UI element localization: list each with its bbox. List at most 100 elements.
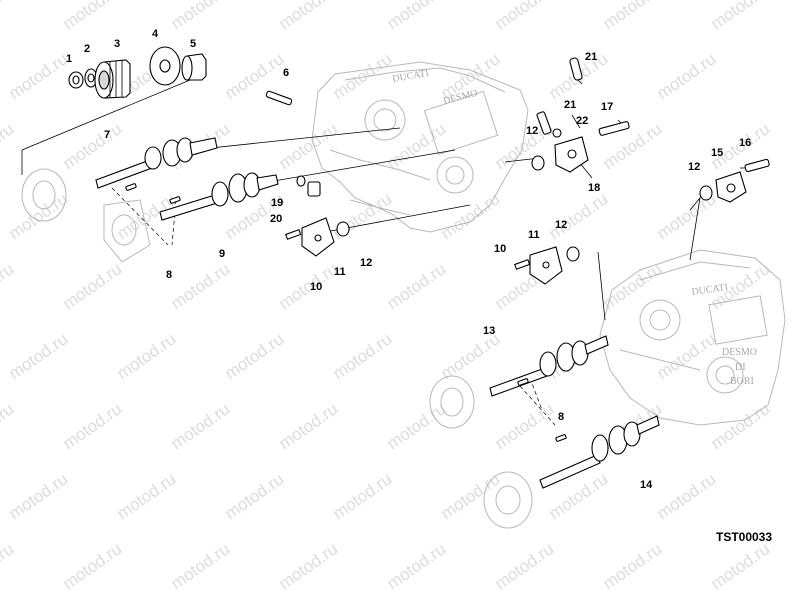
label-part-14: 14 (640, 479, 653, 491)
label-part-10-lower: 10 (494, 243, 506, 255)
watermark-text: motod.ru (0, 259, 17, 313)
watermark-text: motod.ru (59, 539, 125, 593)
label-part-9: 9 (219, 248, 225, 260)
watermark-text: motod.ru (383, 539, 449, 593)
watermark-text: motod.ru (5, 189, 71, 243)
watermark-text: motod.ru (329, 469, 395, 523)
label-part-21-top: 21 (585, 51, 597, 63)
pulley-housings-outline (21, 168, 533, 529)
watermark-text: motod.ru (167, 399, 233, 453)
label-part-12-sensor-upper: 12 (526, 125, 538, 137)
head-marking-upper-ducati: DUCATI (392, 68, 430, 85)
watermark-text: motod.ru (383, 399, 449, 453)
label-part-11-lower: 11 (528, 229, 540, 241)
watermark-text: motod.ru (221, 329, 287, 383)
watermark-text: motod.ru (0, 119, 17, 173)
watermark-text: motod.ru (653, 329, 719, 383)
label-part-5: 5 (190, 38, 196, 50)
watermark-text: motod.ru (275, 259, 341, 313)
label-part-21: 21 (564, 99, 576, 111)
label-part-4: 4 (152, 28, 159, 40)
label-part-22: 22 (576, 115, 588, 127)
label-part-16: 16 (739, 137, 751, 149)
cover-plate-upper (285, 217, 350, 257)
label-part-19: 19 (271, 197, 283, 209)
label-part-20: 20 (270, 213, 282, 225)
label-part-17: 17 (601, 101, 613, 113)
label-part-7: 7 (104, 129, 110, 141)
watermark-text: motod.ru (5, 49, 71, 103)
watermark-text: motod.ru (59, 399, 125, 453)
diagram-reference-code: TST00033 (716, 530, 772, 544)
watermark-text: motod.ru (599, 0, 665, 33)
watermark-text: motod.ru (437, 189, 503, 243)
watermark-text: motod.ru (275, 539, 341, 593)
watermark-text: motod.ru (0, 0, 17, 33)
watermark-text: motod.ru (59, 259, 125, 313)
label-part-12-sensor-lower: 12 (688, 161, 700, 173)
lower-cylinder-head-outline: DUCATI DESMO DI BORI (599, 249, 786, 426)
part-labels: 1 2 3 4 5 6 7 8 9 10 11 12 19 20 21 21 2… (66, 28, 751, 491)
watermark-text: motod.ru (383, 259, 449, 313)
watermark-text: motod.ru (491, 0, 557, 33)
label-part-18: 18 (588, 182, 600, 194)
label-part-8-upper: 8 (166, 269, 172, 281)
watermark-text: motod.ru (599, 259, 665, 313)
watermark-text: motod.ru (221, 469, 287, 523)
camshaft-9 (159, 172, 279, 221)
watermark-text: motod.ru (491, 399, 557, 453)
watermark-text: motod.ru (275, 399, 341, 453)
label-part-6: 6 (283, 67, 289, 79)
label-part-1: 1 (66, 53, 72, 65)
watermark-text: motod.ru (0, 399, 17, 453)
watermark-text: motod.ru (653, 469, 719, 523)
watermark-text: motod.ru (383, 0, 449, 33)
watermark-text: motod.ru (0, 539, 17, 593)
camshaft-7 (95, 137, 218, 189)
label-part-10-upper: 10 (310, 281, 322, 293)
head-marking-lower-desmo: DESMO (722, 347, 757, 358)
label-part-15: 15 (711, 147, 723, 159)
watermark-text: motod.ru (275, 0, 341, 33)
watermark-text: motod.ru (275, 119, 341, 173)
watermark-text: motod.ru (437, 329, 503, 383)
watermark-text: motod.ru (707, 539, 773, 593)
camshaft-14 (539, 415, 660, 489)
cover-plate-lower (514, 246, 580, 285)
watermark-text: motod.ru (5, 329, 71, 383)
label-part-2: 2 (84, 43, 90, 55)
watermark-text: motod.ru (59, 119, 125, 173)
watermark-text: motod.ru (599, 539, 665, 593)
watermark-text: motod.ru (329, 329, 395, 383)
watermark-text: motod.ru (653, 49, 719, 103)
head-marking-lower-ducati: DUCATI (691, 282, 729, 298)
spacer-washers (296, 175, 321, 197)
sensor-assembly-upper (531, 57, 630, 173)
camshaft-13 (489, 335, 609, 397)
label-part-8-lower: 8 (558, 411, 564, 423)
watermark-text: motod.ru (5, 469, 71, 523)
watermark-text: motod.ru (167, 0, 233, 33)
watermark-text: motod.ru (113, 329, 179, 383)
watermark-text: motod.ru (167, 259, 233, 313)
watermark-text: motod.ru (707, 0, 773, 33)
dowel-pin (265, 90, 293, 106)
watermark-text: motod.ru (545, 189, 611, 243)
watermark-text: motod.ru (167, 539, 233, 593)
head-marking-lower-di: DI (735, 362, 746, 373)
label-part-12-lower: 12 (555, 219, 567, 231)
label-part-13: 13 (483, 325, 495, 337)
sensor-assembly-lower (699, 158, 770, 203)
woodruff-keys (125, 183, 567, 442)
watermark-text: motod.ru (59, 0, 125, 33)
gear-assembly (68, 46, 207, 99)
watermark-text: motod.ru (707, 399, 773, 453)
watermark-text: motod.ru (491, 539, 557, 593)
label-part-11-upper: 11 (334, 266, 346, 278)
watermark-text: motod.ru (329, 49, 395, 103)
watermark-text: motod.ru (113, 469, 179, 523)
label-part-12-upper: 12 (360, 257, 372, 269)
label-part-3: 3 (114, 38, 120, 50)
head-marking-lower-bori: BORI (730, 376, 754, 387)
